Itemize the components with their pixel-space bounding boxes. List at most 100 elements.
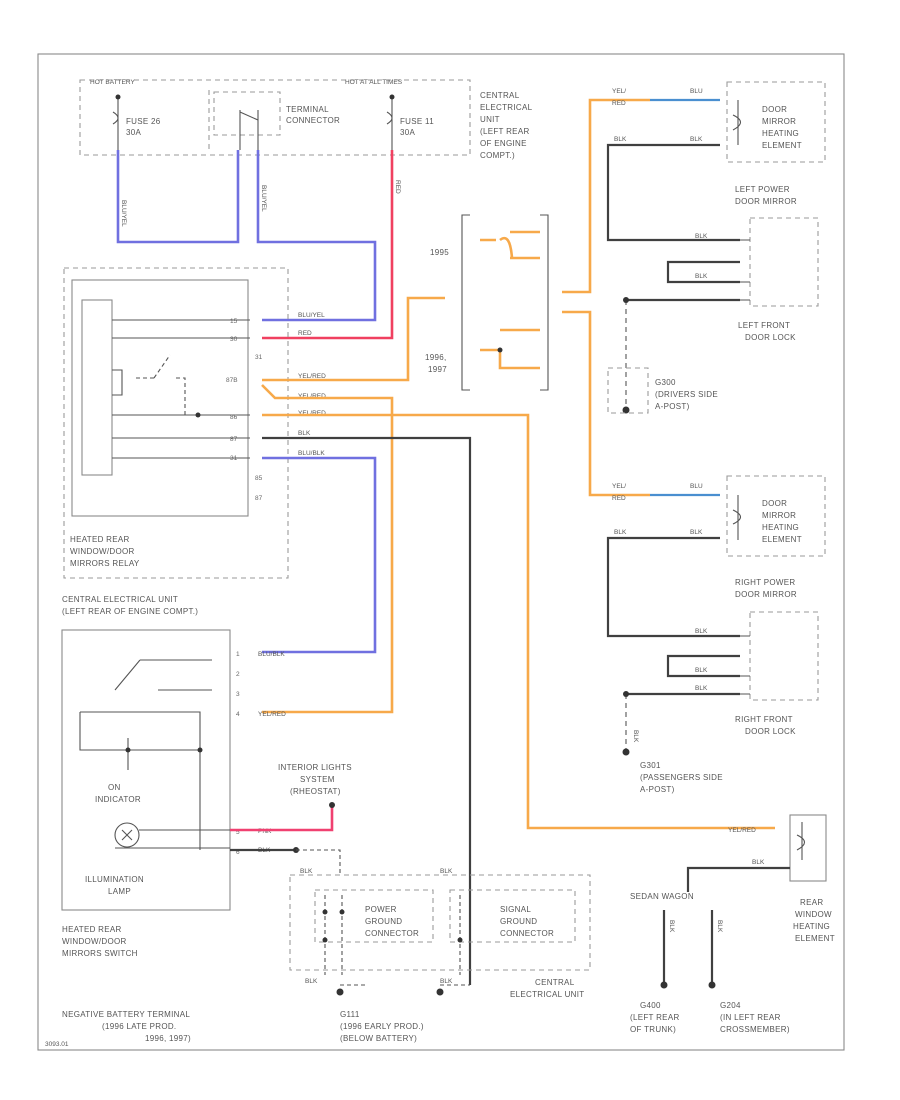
svg-text:MIRRORS RELAY: MIRRORS RELAY — [70, 559, 140, 568]
ground-connectors: POWER GROUND CONNECTOR SIGNAL GROUND CON… — [289, 868, 591, 999]
svg-text:REAR: REAR — [800, 898, 823, 907]
wire-yel-to-right-mirror — [562, 310, 650, 497]
svg-text:MIRROR: MIRROR — [762, 511, 796, 520]
central-unit-top-label: CENTRAL ELECTRICAL UNIT (LEFT REAR OF EN… — [480, 91, 533, 160]
svg-text:G301: G301 — [640, 761, 661, 770]
diagram-code: 3093.01 — [45, 1041, 69, 1048]
svg-text:ELECTRICAL UNIT: ELECTRICAL UNIT — [510, 990, 584, 999]
wire-blk-right-mirror — [606, 536, 740, 638]
relay-box: 15 30 31 87B 86 87 31 85 87 HEATED REAR … — [62, 267, 289, 616]
svg-text:DOOR LOCK: DOOR LOCK — [745, 333, 796, 342]
svg-text:ELECTRICAL: ELECTRICAL — [480, 103, 533, 112]
svg-text:BLK: BLK — [716, 920, 723, 933]
svg-text:INDICATOR: INDICATOR — [95, 795, 141, 804]
svg-text:BLK: BLK — [695, 233, 708, 240]
neg-battery-label: NEGATIVE BATTERY TERMINAL (1996 LATE PRO… — [62, 1010, 191, 1043]
svg-text:5: 5 — [236, 829, 240, 836]
svg-text:A-POST): A-POST) — [640, 785, 675, 794]
svg-text:WINDOW/DOOR: WINDOW/DOOR — [62, 937, 127, 946]
svg-text:HEATING: HEATING — [762, 523, 799, 532]
svg-text:4: 4 — [236, 711, 240, 718]
fuse-11-symbol — [386, 95, 393, 150]
wire-label-relay-5: YEL/RED — [298, 410, 326, 417]
svg-text:BLK: BLK — [695, 685, 708, 692]
svg-text:RED: RED — [612, 100, 626, 107]
svg-text:87B: 87B — [226, 377, 238, 384]
svg-text:DOOR: DOOR — [762, 499, 787, 508]
svg-text:(BELOW BATTERY): (BELOW BATTERY) — [340, 1034, 417, 1043]
left-power-mirror-label: LEFT POWER DOOR MIRROR — [735, 185, 797, 206]
svg-text:G111: G111 — [340, 1010, 360, 1019]
right-power-mirror-label: RIGHT POWER DOOR MIRROR — [735, 578, 797, 599]
svg-text:MIRROR: MIRROR — [762, 117, 796, 126]
svg-text:(RHEOSTAT): (RHEOSTAT) — [290, 787, 341, 796]
right-front-door-lock: BLK BLK BLK RIGHT FRONT DOOR LOCK — [626, 611, 819, 736]
top-fuse-box: HOT BATTERY HOT AT ALL TIMES FUSE 26 30A… — [79, 79, 533, 160]
svg-text:BLK: BLK — [300, 868, 313, 875]
wire-yel-red-switch — [261, 384, 394, 714]
wire-yel-to-mirrors — [562, 98, 650, 294]
svg-text:MIRRORS SWITCH: MIRRORS SWITCH — [62, 949, 138, 958]
svg-text:G204: G204 — [720, 1001, 741, 1010]
svg-text:HEATED REAR: HEATED REAR — [70, 535, 130, 544]
switch-caption: HEATED REAR WINDOW/DOOR MIRRORS SWITCH — [62, 925, 138, 958]
svg-text:BLK: BLK — [695, 667, 708, 674]
svg-text:POWER: POWER — [365, 905, 397, 914]
illumination-label: ILLUMINATION — [85, 875, 144, 884]
wire-blk-left-mirror — [606, 143, 740, 242]
wire-label-blu-yel-2: BLU/YEL — [260, 185, 267, 212]
svg-text:OF TRUNK): OF TRUNK) — [630, 1025, 676, 1034]
svg-text:2: 2 — [236, 671, 240, 678]
fuse-right-amp: 30A — [400, 128, 415, 137]
svg-text:BLU: BLU — [690, 483, 703, 490]
svg-text:LEFT FRONT: LEFT FRONT — [738, 321, 790, 330]
wire-pnk-rheostat — [230, 805, 334, 832]
svg-text:CENTRAL ELECTRICAL UNIT: CENTRAL ELECTRICAL UNIT — [62, 595, 178, 604]
wire-red-fuse — [262, 150, 394, 340]
wire-blu-yel-main — [256, 150, 377, 322]
fuse-left-amp: 30A — [126, 128, 141, 137]
svg-text:LAMP: LAMP — [108, 887, 131, 896]
svg-text:WINDOW/DOOR: WINDOW/DOOR — [70, 547, 135, 556]
svg-text:CONNECTOR: CONNECTOR — [500, 929, 554, 938]
left-front-door-lock: BLK BLK LEFT FRONT DOOR LOCK — [626, 217, 819, 342]
svg-text:BLK: BLK — [695, 273, 708, 280]
svg-text:ELEMENT: ELEMENT — [795, 934, 835, 943]
wire-yel-red-87b — [262, 296, 445, 382]
svg-text:BLK: BLK — [614, 136, 627, 143]
svg-text:UNIT: UNIT — [480, 115, 500, 124]
wire-label-relay-3: YEL/RED — [298, 373, 326, 380]
terminal-connector-label-2: CONNECTOR — [286, 116, 340, 125]
right-ground-g301: BLK G301 (PASSENGERS SIDE A-POST) — [622, 691, 723, 794]
svg-text:G400: G400 — [640, 1001, 661, 1010]
svg-text:A-POST): A-POST) — [655, 402, 690, 411]
fuse-26-symbol — [112, 95, 119, 150]
svg-text:BLK: BLK — [440, 978, 453, 985]
wire-label-relay-4: YEL/RED — [298, 393, 326, 400]
svg-text:85: 85 — [255, 475, 263, 482]
svg-text:1996, 1997): 1996, 1997) — [145, 1034, 191, 1043]
svg-text:BLK: BLK — [690, 136, 703, 143]
right-door-mirror-heater: DOOR MIRROR HEATING ELEMENT — [726, 475, 826, 557]
wire-label-rear-blk: BLK — [752, 859, 765, 866]
svg-text:(1996 EARLY PROD.): (1996 EARLY PROD.) — [340, 1022, 424, 1031]
left-ground-g300: G300 (DRIVERS SIDE A-POST) — [607, 297, 718, 414]
svg-text:YEL/: YEL/ — [612, 483, 626, 490]
wire-label-relay-6: BLK — [298, 430, 311, 437]
svg-text:(DRIVERS SIDE: (DRIVERS SIDE — [655, 390, 718, 399]
svg-text:30: 30 — [230, 336, 238, 343]
svg-text:CENTRAL: CENTRAL — [535, 978, 575, 987]
fuse-left-label: FUSE 26 — [126, 117, 161, 126]
svg-text:(1996 LATE PROD.: (1996 LATE PROD. — [102, 1022, 176, 1031]
svg-text:G300: G300 — [655, 378, 676, 387]
svg-text:(IN LEFT REAR: (IN LEFT REAR — [720, 1013, 781, 1022]
svg-text:LEFT POWER: LEFT POWER — [735, 185, 790, 194]
svg-text:NEGATIVE BATTERY TERMINAL: NEGATIVE BATTERY TERMINAL — [62, 1010, 190, 1019]
relay-caption: HEATED REAR WINDOW/DOOR MIRRORS RELAY — [70, 535, 140, 568]
svg-text:DOOR: DOOR — [762, 105, 787, 114]
wire-label-red: RED — [394, 180, 401, 194]
g400-label: G400 (LEFT REAR OF TRUNK) — [630, 1001, 679, 1034]
svg-text:(LEFT REAR OF ENGINE COMPT.): (LEFT REAR OF ENGINE COMPT.) — [62, 607, 198, 616]
svg-text:BLK: BLK — [632, 730, 639, 743]
